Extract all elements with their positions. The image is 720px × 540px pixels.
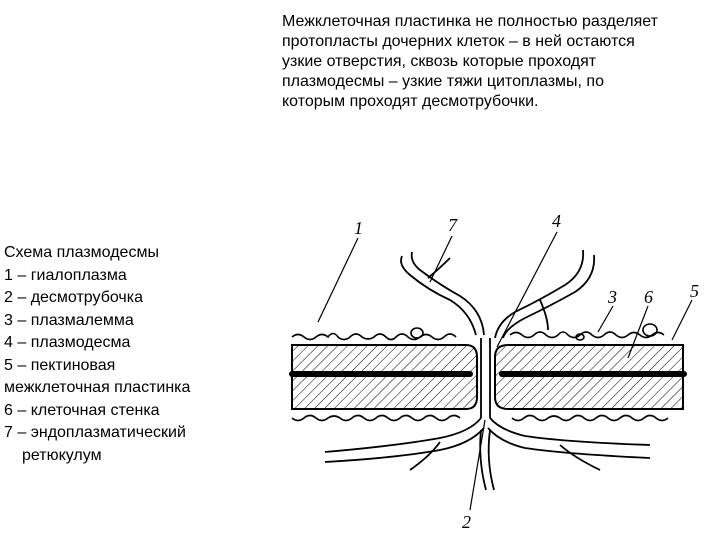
number-labels: 1 7 4 3 6 5 2	[354, 211, 699, 532]
plasmalemma	[291, 323, 669, 422]
label-1: 1	[354, 218, 363, 238]
label-5: 5	[690, 281, 699, 301]
legend-item-7: 7 – эндоплазматический	[4, 424, 186, 441]
legend-item-5-cont: межклеточная пластинка	[4, 379, 191, 396]
legend-item-7-cont: ретюкулум	[22, 446, 102, 464]
legend-title: Схема плазмодесмы	[4, 244, 159, 261]
endoplasmic-reticulum	[324, 249, 651, 491]
label-6: 6	[644, 287, 653, 307]
legend: Схема плазмодесмы 1 – гиалоплазма 2 – де…	[4, 242, 254, 467]
legend-item-1: 1 – гиалоплазма	[4, 266, 127, 284]
legend-item-4: 4 – плазмодесма	[4, 334, 131, 351]
label-3: 3	[607, 287, 617, 307]
label-4: 4	[552, 211, 561, 231]
label-2: 2	[462, 512, 471, 532]
legend-item-5: 5 – пектиновая	[4, 356, 116, 374]
legend-item-3: 3 – плазмалемма	[4, 311, 134, 329]
label-7: 7	[448, 215, 458, 235]
legend-item-2: 2 – десмотрубочка	[4, 289, 143, 306]
description-text: Межклеточная пластинка не полностью разд…	[282, 13, 658, 110]
leader-lines	[317, 231, 693, 511]
legend-item-6: 6 – клеточная стенка	[4, 401, 160, 419]
